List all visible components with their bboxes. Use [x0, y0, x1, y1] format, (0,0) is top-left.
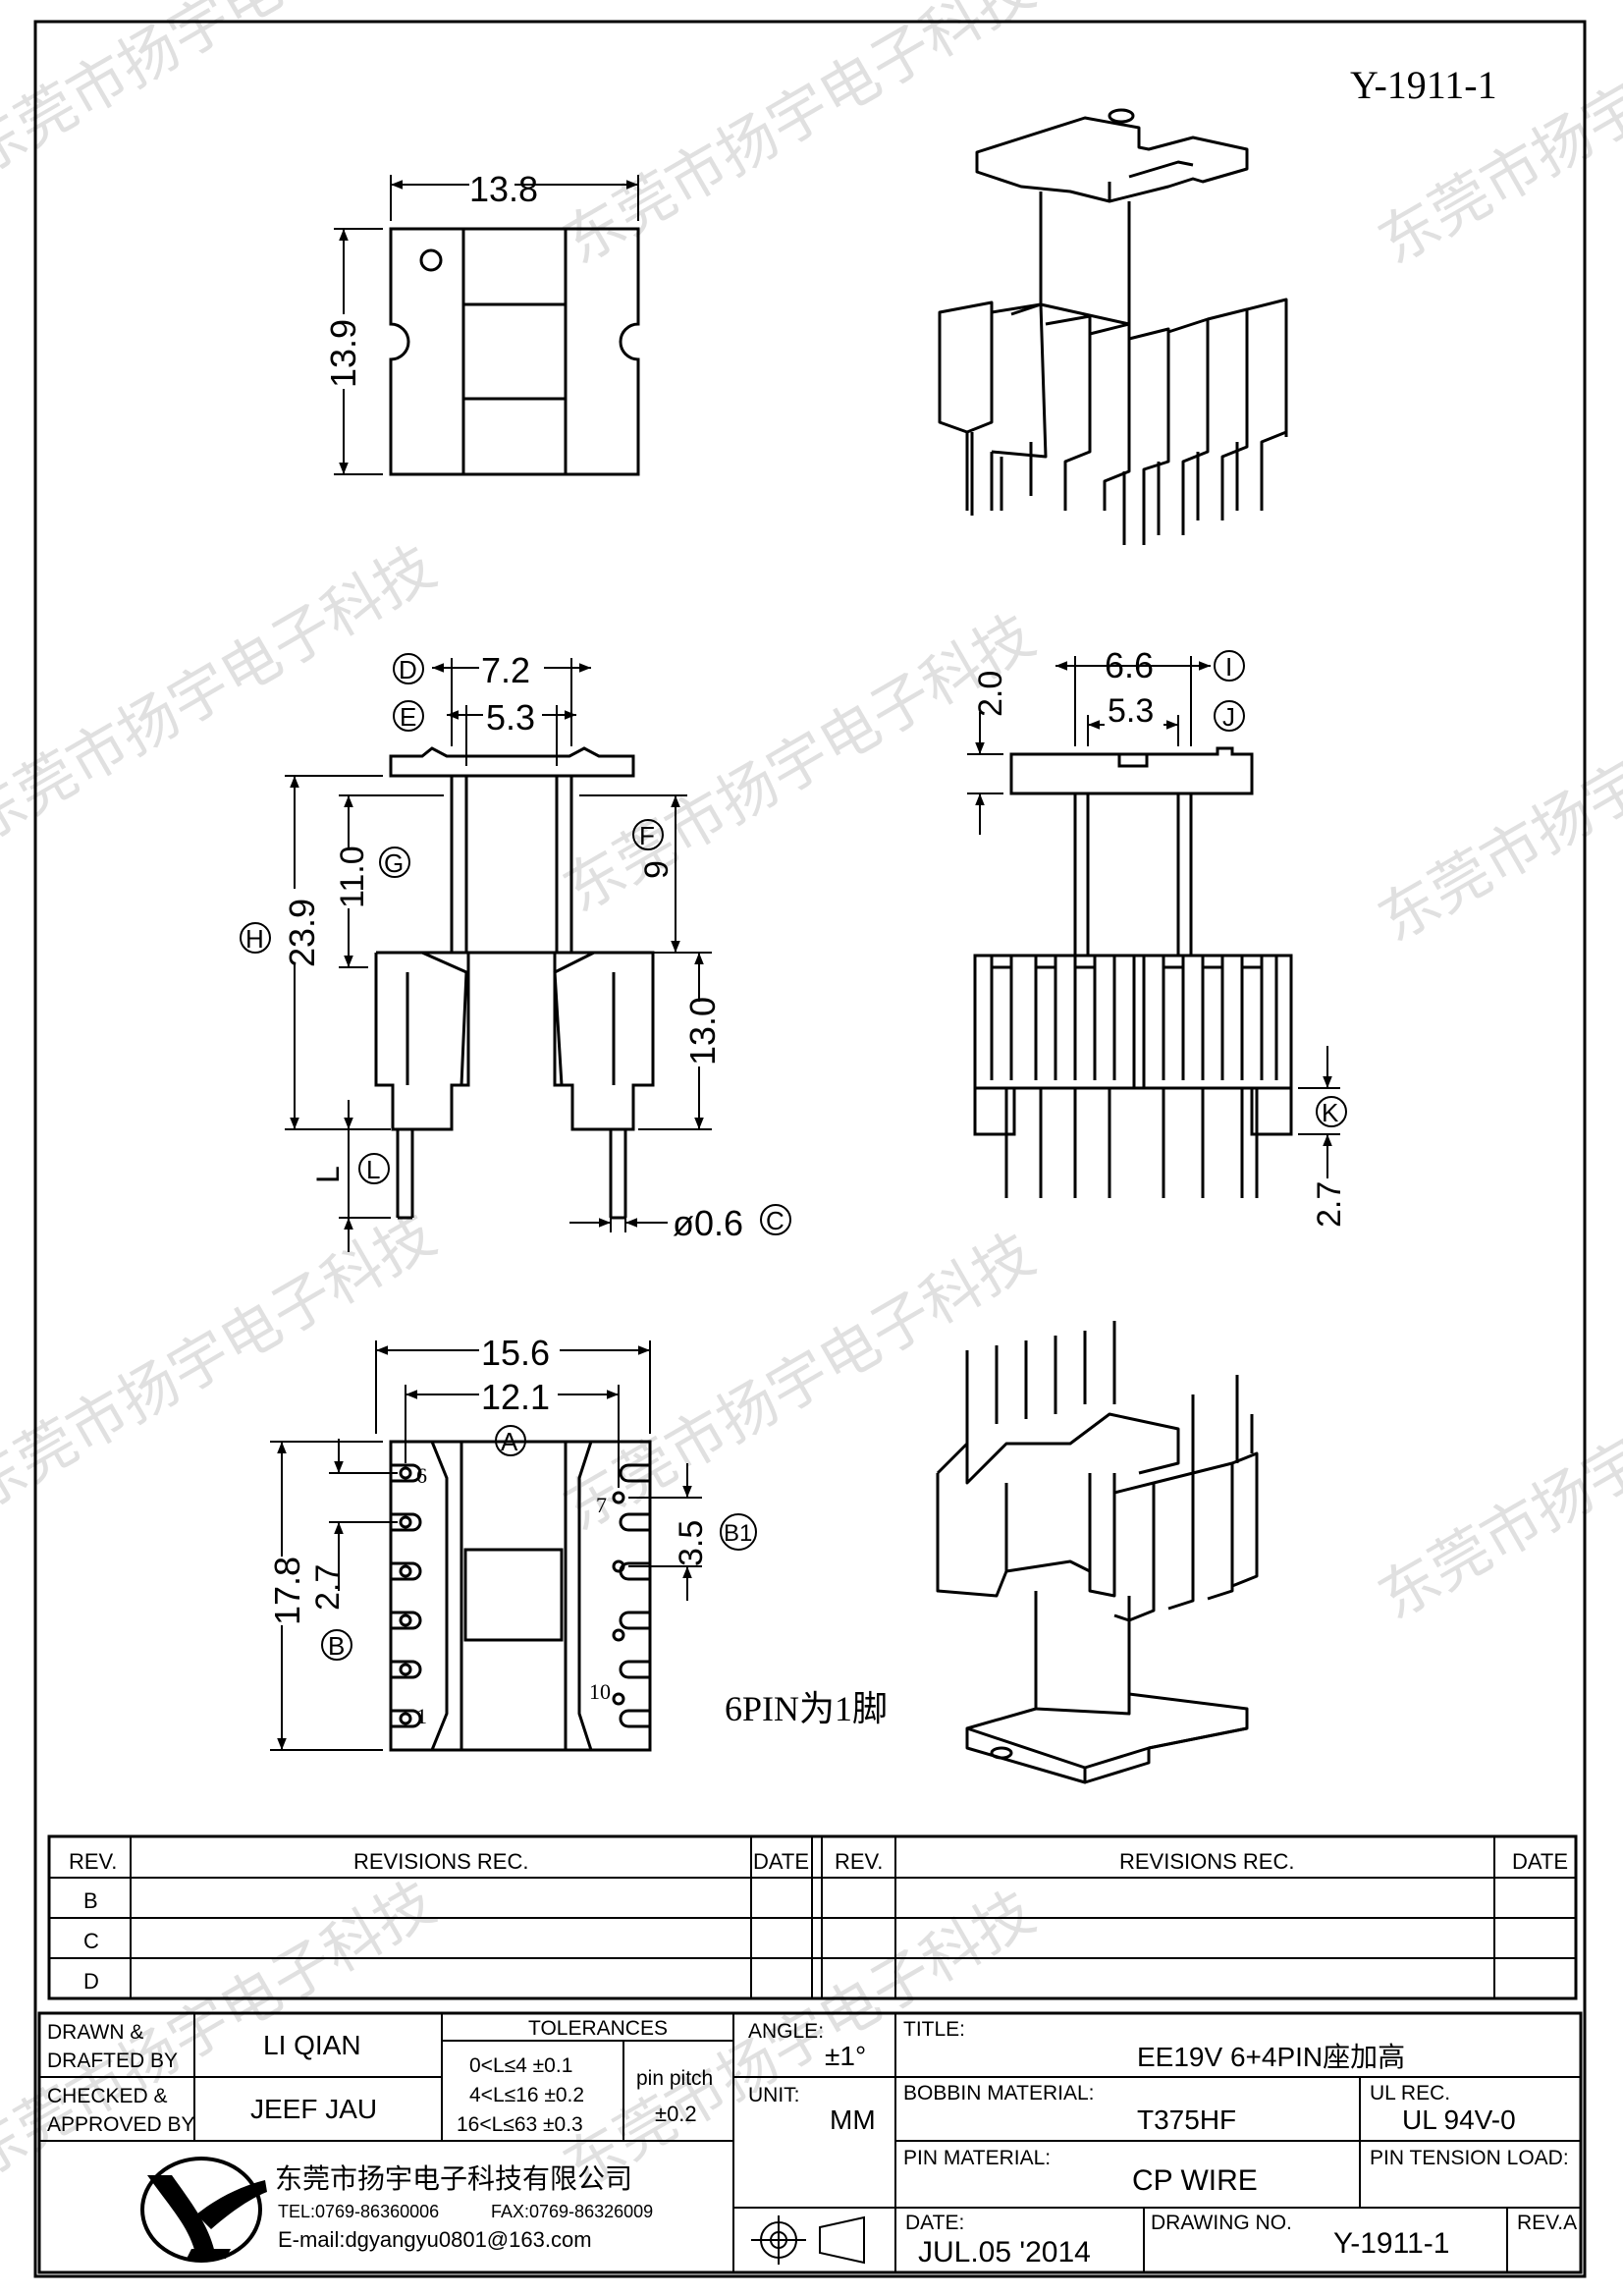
dim-front-G: 11.0 [334, 846, 371, 908]
rev-row-B: B [83, 1888, 98, 1913]
marker-D: D [399, 655, 417, 684]
company-tel: TEL:0769-86360006 [278, 2202, 439, 2221]
dim-bottom-B: 2.7 [309, 1564, 347, 1611]
marker-I: I [1225, 652, 1232, 682]
isometric-view-bottom [936, 1321, 1259, 1784]
unit-label: UNIT: [748, 2084, 800, 2106]
date-value: JUL.05 '2014 [918, 2236, 1091, 2269]
ul-rec-value: UL 94V-0 [1402, 2105, 1516, 2135]
marker-A: A [501, 1427, 518, 1456]
dim-front-L: L [310, 1166, 346, 1183]
drawing-no-value: Y-1911-1 [1333, 2227, 1449, 2260]
tolerance-range-3: 16<L≤63 ±0.3 [457, 2113, 583, 2136]
drawn-label-2: DRAFTED BY [47, 2050, 178, 2072]
watermark-text: 东莞市扬宇电子科技 [553, 1220, 1047, 1545]
dim-bottom-outer-width: 15.6 [481, 1333, 550, 1373]
pin-label-7: 7 [596, 1493, 607, 1517]
company-email: E-mail:dgyangyu0801@163.com [278, 2227, 592, 2252]
tolerance-range-1: 0<L≤4 ±0.1 [469, 2054, 572, 2077]
angle-value: ±1° [825, 2041, 866, 2071]
dim-side-top: 2.0 [972, 671, 1009, 717]
rev-row-D: D [83, 1969, 99, 1994]
marker-K: K [1322, 1098, 1339, 1127]
title-value: EE19V 6+4PIN座加高 [1137, 2042, 1405, 2072]
ul-rec-label: UL REC. [1370, 2082, 1450, 2105]
tolerance-range-2: 4<L≤16 ±0.2 [469, 2084, 584, 2106]
marker-J: J [1222, 702, 1235, 732]
marker-C: C [766, 1206, 784, 1235]
pin-label-1: 1 [416, 1704, 427, 1728]
dim-bottom-inner-width: 12.1 [481, 1377, 550, 1417]
pin-pitch-value: ±0.2 [655, 2102, 697, 2126]
rev-header-right: REV. [835, 1849, 883, 1874]
isometric-view-top [938, 108, 1288, 545]
watermark-text: 东莞市扬宇电子科技 [553, 0, 1047, 278]
dim-front-F: 9 [638, 860, 676, 879]
dim-bottom-height: 17.8 [267, 1557, 307, 1625]
dim-bottom-B1: 3.5 [673, 1520, 710, 1566]
drawn-by-value: LI QIAN [263, 2030, 361, 2060]
bobbin-material-value: T375HF [1137, 2105, 1236, 2135]
dim-side-K: 2.7 [1311, 1181, 1348, 1228]
rev-header-left: REV. [69, 1849, 117, 1874]
callout-marker-labels: D E G F H L C I J K A B B1 [245, 652, 1339, 1661]
title-block [37, 2011, 1583, 2274]
dim-side-I: 6.6 [1105, 645, 1154, 685]
pin-label-6: 6 [416, 1463, 427, 1488]
dim-front-H: 23.9 [282, 899, 322, 967]
dim-top-width: 13.8 [469, 169, 538, 209]
rev-rec-header-right: REVISIONS REC. [1119, 1849, 1294, 1874]
watermark-text: 东莞市扬宇电子科技 [0, 0, 447, 190]
watermark-text: 东莞市扬宇电子科技 [0, 532, 447, 857]
checked-label-2: APPROVED BY [47, 2113, 195, 2136]
pin-material-label: PIN MATERIAL: [903, 2147, 1051, 2169]
watermark-text: 东莞市扬宇电子科技 [0, 1200, 447, 1525]
company-name: 东莞市扬宇电子科技有限公司 [275, 2163, 632, 2194]
bottom-view [270, 1340, 702, 1752]
angle-label: ANGLE: [748, 2020, 824, 2043]
checked-by-value: JEEF JAU [250, 2094, 377, 2124]
marker-F: F [639, 821, 655, 850]
dim-side-J: 5.3 [1108, 692, 1154, 730]
marker-G: G [384, 848, 404, 878]
watermark-text: 东莞市扬宇电子科技 [553, 601, 1047, 926]
marker-B: B [328, 1631, 345, 1661]
sheet-border [33, 20, 1587, 2278]
callout-markers [240, 650, 1347, 1661]
rev-date-header-left: DATE [753, 1849, 809, 1874]
title-label: TITLE: [903, 2018, 965, 2041]
pin-one-note: 6PIN为1脚 [725, 1689, 888, 1728]
marker-H: H [245, 924, 264, 954]
pin-material-value: CP WIRE [1132, 2164, 1258, 2197]
tolerances-label: TOLERANCES [528, 2017, 668, 2040]
drawn-label-1: DRAWN & [47, 2021, 143, 2044]
unit-value: MM [830, 2105, 876, 2135]
pin-tension-label: PIN TENSION LOAD: [1370, 2147, 1569, 2169]
drawing-number-top: Y-1911-1 [1350, 63, 1497, 107]
pin-pitch-label: pin pitch [636, 2067, 713, 2090]
bobbin-material-label: BOBBIN MATERIAL: [903, 2082, 1095, 2105]
rev-rec-header-left: REVISIONS REC. [353, 1849, 528, 1874]
rev-date-header-right: DATE [1512, 1849, 1568, 1874]
company-fax: FAX:0769-86326009 [491, 2202, 653, 2221]
pin-label-10: 10 [589, 1679, 611, 1704]
dim-front-E: 5.3 [486, 697, 535, 738]
marker-E: E [400, 702, 416, 732]
dim-front-lower: 13.0 [682, 997, 723, 1066]
revision-value: REV.A [1517, 2212, 1577, 2234]
rev-row-C: C [83, 1929, 99, 1953]
marker-B1: B1 [724, 1520, 752, 1547]
revision-table [47, 1834, 1578, 2000]
dim-front-D: 7.2 [481, 650, 530, 690]
dim-front-pin-diameter: ø0.6 [673, 1203, 743, 1243]
dim-top-height: 13.9 [323, 319, 363, 388]
checked-label-1: CHECKED & [47, 2085, 168, 2107]
front-view [285, 658, 712, 1252]
company-logo [140, 2157, 267, 2263]
drawing-no-label: DRAWING NO. [1151, 2212, 1292, 2234]
date-label: DATE: [905, 2212, 964, 2234]
side-view [967, 656, 1340, 1198]
marker-L: L [366, 1155, 380, 1184]
